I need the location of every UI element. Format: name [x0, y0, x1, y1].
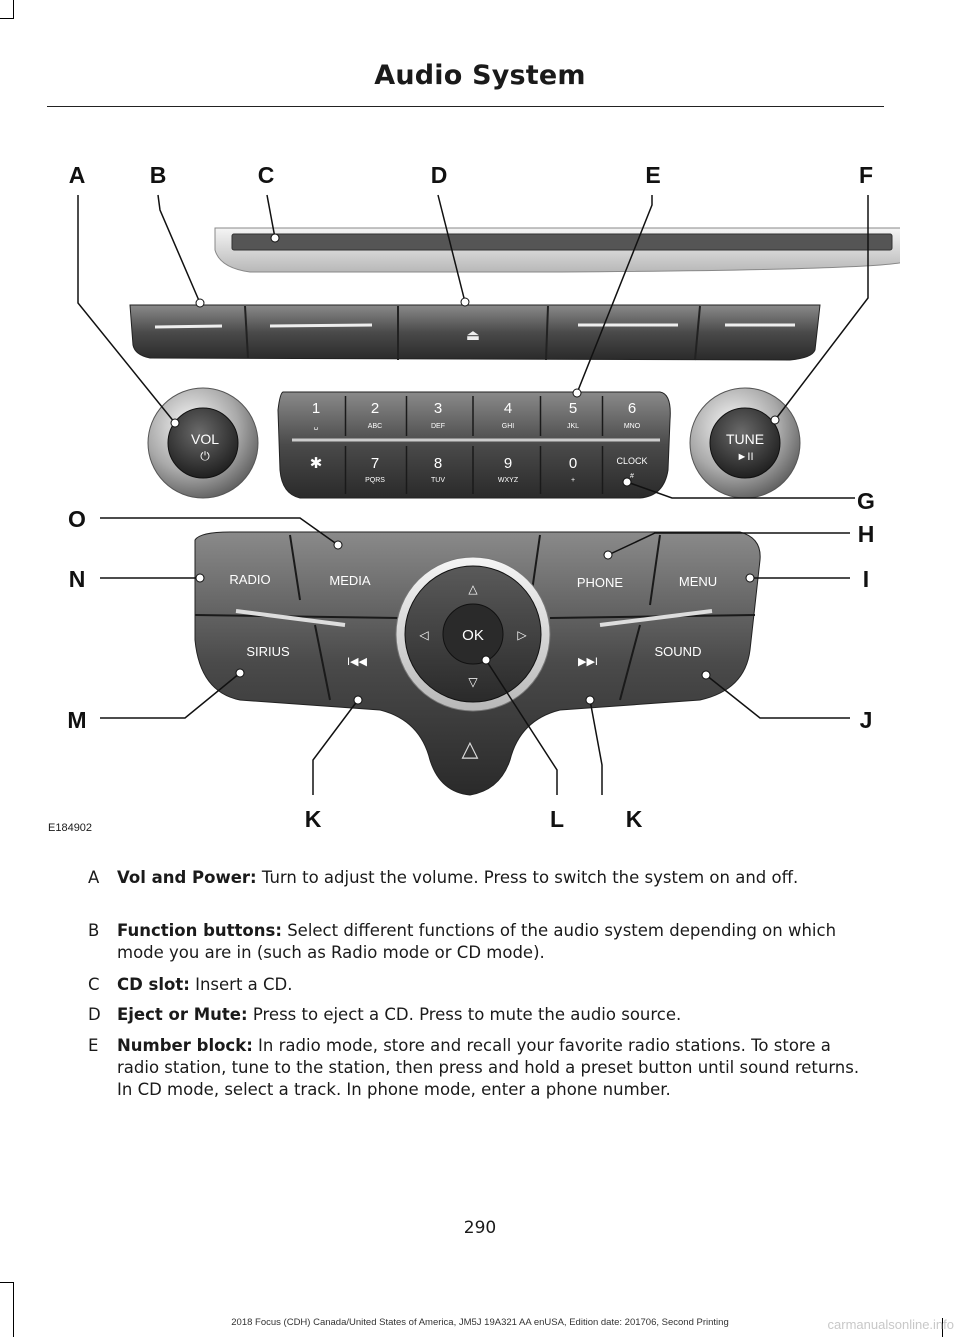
radio-button: RADIO: [229, 572, 270, 587]
media-button: MEDIA: [329, 573, 371, 588]
callout-g: G: [857, 488, 875, 514]
description-term: CD slot:: [117, 975, 190, 994]
keypad-key-sublabel: TUV: [431, 477, 445, 484]
watermark: carmanualsonline.info: [827, 1317, 954, 1332]
keypad-key-sublabel: WXYZ: [498, 477, 519, 484]
callout-h: H: [858, 521, 875, 547]
play-pause-icon: ►II: [737, 451, 754, 463]
description-key: A: [88, 868, 100, 887]
callout-k-left: K: [305, 806, 322, 832]
callout-a: A: [69, 162, 86, 188]
keypad-key-sublabel: ABC: [368, 423, 382, 430]
down-arrow-icon: ▽: [468, 675, 478, 689]
callout-o: O: [68, 506, 86, 532]
keypad-key-sublabel: JKL: [567, 423, 579, 430]
sirius-button: SIRIUS: [246, 644, 290, 659]
description-text: Press to eject a CD. Press to mute the a…: [252, 1005, 682, 1024]
description-term: Eject or Mute:: [117, 1005, 248, 1024]
description-key: C: [88, 975, 100, 994]
keypad-key-sublabel: ␣: [314, 423, 318, 430]
up-arrow-icon: △: [468, 582, 478, 596]
number-keypad: [277, 391, 671, 499]
ok-button: [442, 603, 504, 665]
phone-button: PHONE: [577, 575, 624, 590]
keypad-key-sublabel: DEF: [431, 423, 445, 430]
keypad-key-3[interactable]: 3: [434, 400, 442, 417]
callout-n: N: [69, 566, 86, 592]
seek-back-icon: I◀◀: [347, 656, 368, 668]
function-button-bar: [129, 304, 821, 361]
description-text: In radio mode, store and recall your fav…: [117, 1036, 860, 1099]
right-arrow-icon: ▷: [517, 628, 527, 642]
callout-l: L: [550, 806, 564, 832]
description-text: Turn to adjust the volume. Press to swit…: [261, 868, 799, 887]
seek-forward-icon: ▶▶I: [578, 656, 598, 668]
keypad-key-6[interactable]: 6: [628, 400, 636, 417]
callout-d: D: [431, 162, 448, 188]
keypad-key-4[interactable]: 4: [504, 400, 512, 417]
ok-label: OK: [462, 627, 484, 644]
vol-knob-label: VOL: [191, 431, 219, 447]
callout-i: I: [863, 566, 869, 592]
description-term: Function buttons:: [117, 921, 282, 940]
callout-m: M: [67, 707, 86, 733]
tune-knob-label: TUNE: [726, 431, 764, 447]
cd-slot: [231, 233, 893, 251]
crop-mark: [13, 0, 14, 18]
function-button-2: [269, 323, 373, 328]
callout-e: E: [645, 162, 660, 188]
hazard-icon: △: [462, 736, 479, 761]
crop-mark: [0, 18, 14, 19]
description-term: Vol and Power:: [117, 868, 257, 887]
keypad-key-5[interactable]: 5: [569, 400, 577, 417]
keypad-key-sublabel: PQRS: [365, 477, 385, 484]
menu-button: MENU: [679, 574, 717, 589]
crop-mark: [942, 1318, 943, 1337]
page-title: Audio System: [374, 60, 586, 91]
crop-mark: [0, 1282, 14, 1283]
crop-mark: [13, 1282, 14, 1337]
left-arrow-icon: ◁: [419, 628, 429, 642]
callout-c: C: [258, 162, 275, 188]
audio-control-panel-illustration: ⏏ 1␣2ABC3DEF4GHI5JKL6MNO✱7PQRS8TUV9WXYZ0…: [67, 162, 900, 832]
keypad-key-sublabel: #: [630, 473, 634, 480]
footer-text: 2018 Focus (CDH) Canada/United States of…: [231, 1317, 729, 1328]
description-key: D: [88, 1005, 101, 1024]
power-icon: ⏻: [200, 449, 210, 463]
eject-icon: ⏏: [466, 327, 480, 344]
keypad-key-sublabel: MNO: [624, 423, 641, 430]
keypad-key-11[interactable]: 0: [569, 455, 577, 472]
keypad-key-8[interactable]: 7: [371, 455, 379, 472]
tune-knob: [709, 407, 781, 479]
function-button-1: [154, 324, 223, 329]
keypad-key-10[interactable]: 9: [504, 455, 512, 472]
callout-b: B: [150, 162, 167, 188]
vol-knob: [167, 407, 239, 479]
keypad-key-2[interactable]: 2: [371, 400, 379, 417]
description-term: Number block:: [117, 1036, 253, 1055]
callout-j: J: [860, 707, 873, 733]
description-text: Select different functions of the audio …: [117, 921, 837, 962]
keypad-key-1[interactable]: 1: [312, 400, 320, 417]
description-text: Insert a CD.: [195, 975, 293, 994]
title-divider: [47, 106, 884, 107]
figure-id: E184902: [48, 822, 93, 834]
page-number: 290: [463, 1218, 497, 1238]
callout-f: F: [859, 162, 873, 188]
sound-button: SOUND: [655, 644, 702, 659]
description-key: B: [88, 921, 100, 940]
callout-k-right: K: [626, 806, 643, 832]
keypad-key-7[interactable]: ✱: [310, 455, 323, 472]
keypad-key-sublabel: GHI: [502, 423, 515, 430]
keypad-key-12[interactable]: CLOCK: [616, 456, 647, 466]
description-key: E: [88, 1036, 99, 1055]
keypad-key-9[interactable]: 8: [434, 455, 442, 472]
keypad-key-sublabel: +: [571, 477, 575, 484]
